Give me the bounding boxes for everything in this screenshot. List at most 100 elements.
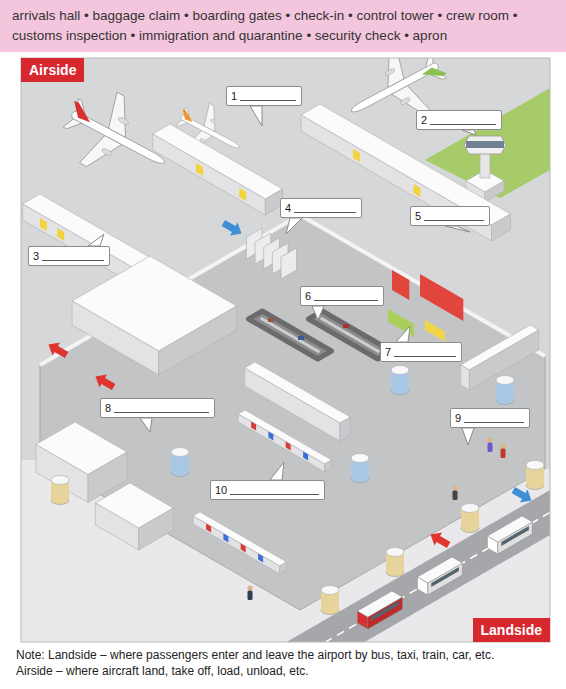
carousel-belt xyxy=(261,318,320,352)
pillar xyxy=(461,504,479,533)
glass-booth xyxy=(351,454,369,483)
callout-box: 9 xyxy=(450,408,530,428)
answer-line xyxy=(314,300,378,301)
counter-side xyxy=(193,516,280,574)
word-list: arrivals hall • baggage claim • boarding… xyxy=(12,8,518,43)
callout-number: 6 xyxy=(305,287,311,305)
luggage xyxy=(298,336,304,340)
gate-door xyxy=(353,149,360,162)
block-wall xyxy=(159,306,237,375)
region-tag: Landside xyxy=(473,618,550,642)
glass-booth xyxy=(171,448,189,477)
block-wall xyxy=(72,301,159,375)
gate-panel xyxy=(281,248,297,279)
glass-booth xyxy=(496,376,514,405)
callout-pointer xyxy=(312,306,324,320)
wall-side xyxy=(340,417,350,441)
callout-box: 5 xyxy=(410,206,490,226)
callout-pointer xyxy=(140,418,152,432)
customs-panel xyxy=(388,309,414,337)
answer-line xyxy=(42,260,104,261)
illustration-frame xyxy=(21,58,550,642)
counter-side xyxy=(280,562,287,574)
answer-line xyxy=(394,356,456,357)
region-name: Landside xyxy=(481,622,542,638)
counter-top xyxy=(193,512,287,566)
gate-door xyxy=(239,188,246,201)
callout-pointer xyxy=(462,428,474,445)
counter-sign xyxy=(258,554,263,563)
pier xyxy=(153,124,283,215)
direction-arrow xyxy=(510,484,536,507)
callout-box: 8 xyxy=(100,398,215,418)
block-wall xyxy=(95,503,138,550)
callout-number: 2 xyxy=(421,111,427,129)
customs-panel xyxy=(420,274,463,321)
luggage xyxy=(343,324,349,328)
building-block xyxy=(72,256,237,375)
building-block xyxy=(95,483,173,550)
gate-panels xyxy=(246,228,296,279)
pillar xyxy=(321,586,339,615)
direction-arrow xyxy=(427,528,453,551)
callout-box: 7 xyxy=(380,342,462,362)
word-bank: arrivals hall • baggage claim • boarding… xyxy=(0,0,566,52)
terminal-floor xyxy=(40,215,545,610)
pillar xyxy=(51,476,69,505)
callout-number: 4 xyxy=(285,199,291,217)
bus xyxy=(417,557,462,595)
pier-wall xyxy=(153,134,266,215)
counter-sign xyxy=(206,524,211,533)
counter-side xyxy=(325,460,332,472)
callout-number: 9 xyxy=(455,409,461,427)
carousel-belt xyxy=(321,318,380,352)
gate-door xyxy=(196,163,203,176)
pier-wall xyxy=(301,115,492,241)
gate-door xyxy=(40,218,47,231)
apron-ground xyxy=(21,58,550,642)
baggage-carousels xyxy=(249,311,392,359)
direction-arrow xyxy=(92,370,118,393)
callout-number: 8 xyxy=(105,399,111,417)
note-text: Note: Landside – where passengers enter … xyxy=(16,647,560,663)
callout-box: 2 xyxy=(416,110,502,130)
answer-line xyxy=(114,412,209,413)
pier-wall xyxy=(492,214,511,241)
callout-box: 10 xyxy=(210,480,325,500)
passenger xyxy=(487,437,492,452)
answer-line xyxy=(430,124,496,125)
callout-box: 1 xyxy=(226,86,302,106)
callout-pointer xyxy=(396,326,410,342)
gate-door xyxy=(414,184,421,197)
callout-pointer xyxy=(88,234,104,246)
answer-line xyxy=(240,100,296,101)
answer-line xyxy=(230,494,319,495)
counter-sign xyxy=(241,544,246,553)
callout-box: 6 xyxy=(300,286,384,306)
callout-box: 4 xyxy=(280,198,362,218)
bus xyxy=(357,591,402,629)
callout-number: 5 xyxy=(415,207,421,225)
counter-side xyxy=(238,414,325,472)
bus xyxy=(487,516,532,554)
callout-number: 10 xyxy=(215,481,227,499)
counter-sign xyxy=(268,432,273,441)
callout-box: 3 xyxy=(28,246,110,266)
callout-pointers xyxy=(88,106,476,480)
tower-windows xyxy=(466,141,504,148)
check-in-counters xyxy=(193,410,332,574)
region-tag: Airside xyxy=(21,58,84,82)
counter-sign xyxy=(303,452,308,461)
answer-line xyxy=(424,220,484,221)
answer-line xyxy=(294,212,356,213)
block-wall xyxy=(139,508,174,550)
answer-line xyxy=(464,422,524,423)
luggage xyxy=(268,318,274,322)
customs-panels xyxy=(388,270,463,342)
callout-pointer xyxy=(286,218,302,234)
callout-pointer xyxy=(270,462,284,480)
region-name: Airside xyxy=(29,62,76,78)
building-block xyxy=(36,422,127,503)
callout-number: 3 xyxy=(33,247,39,265)
